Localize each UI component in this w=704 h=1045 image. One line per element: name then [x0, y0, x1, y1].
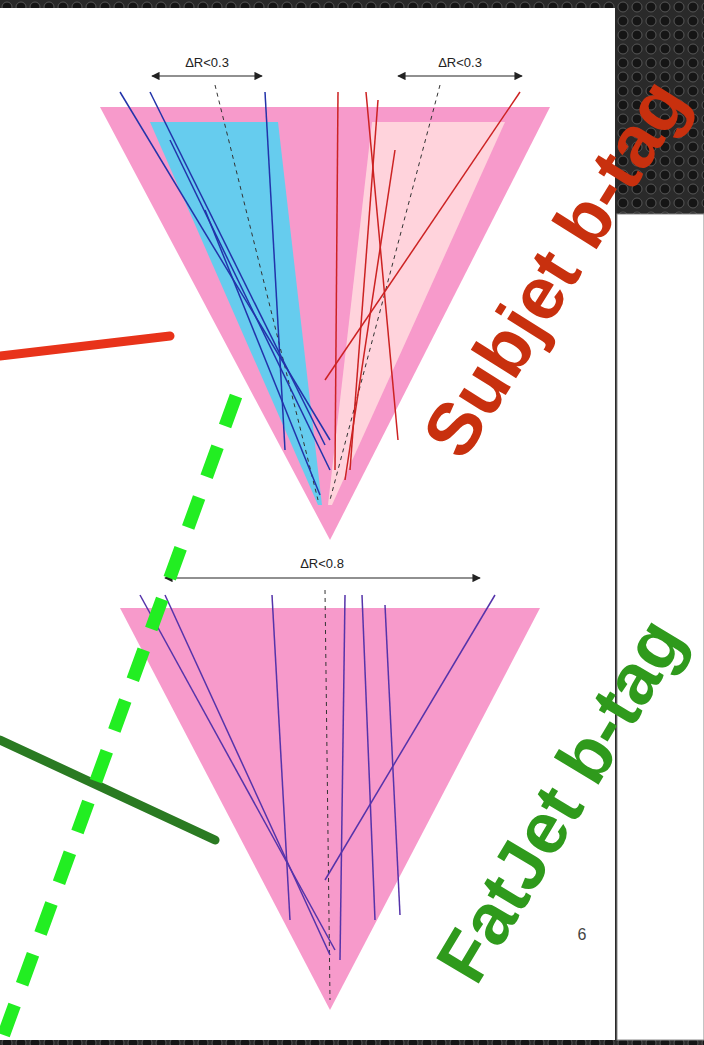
delta-r-label: ΔR<0.3 [436, 55, 484, 70]
green-dashed-line [0, 396, 236, 1045]
subjet-cone-blue [150, 122, 322, 505]
red-strike [0, 336, 170, 356]
delta-r-label: ΔR<0.3 [183, 55, 231, 70]
page-number: 6 [576, 926, 589, 944]
delta-r-label: ΔR<0.8 [298, 556, 346, 571]
blue-tracks [120, 92, 330, 495]
dr-arrow [398, 75, 522, 76]
purple-tracks [140, 595, 495, 960]
dr-arrow [165, 577, 480, 578]
dr-arrow [152, 75, 262, 76]
